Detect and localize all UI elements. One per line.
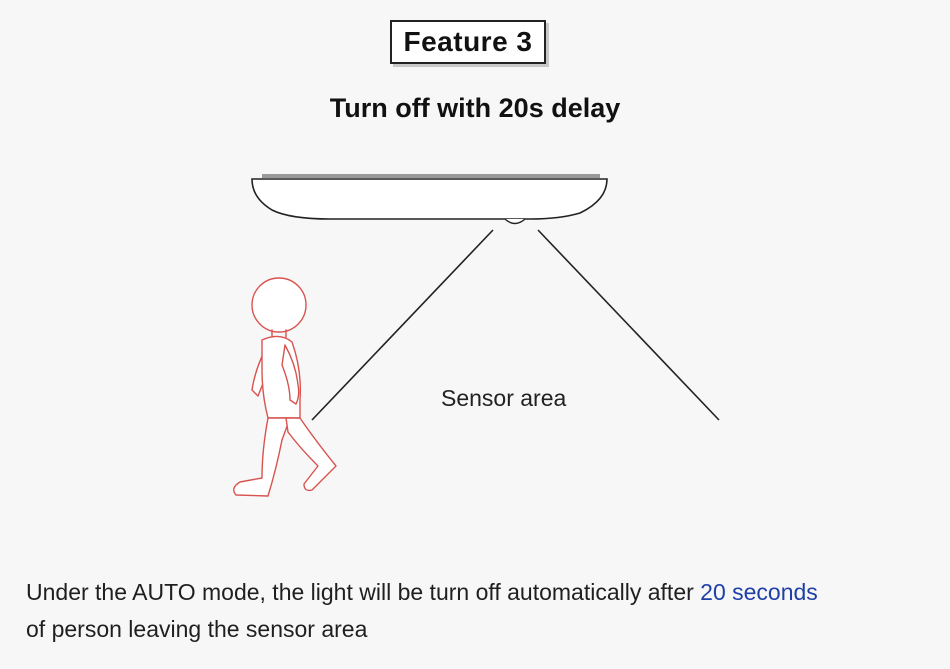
description-text: Under the AUTO mode, the light will be t…: [26, 574, 926, 648]
sensor-diagram: [233, 174, 720, 497]
description-part-1: Under the AUTO mode, the light will be t…: [26, 579, 701, 605]
delay-highlight: 20 seconds: [700, 579, 818, 605]
feature-badge: Feature 3: [390, 20, 546, 64]
walking-person-icon: [233, 277, 337, 497]
sensor-cone-right: [537, 229, 720, 421]
sensor-cone-left: [311, 229, 494, 421]
sensor-area-label: Sensor area: [441, 385, 567, 411]
feature-subtitle: Turn off with 20s delay: [329, 93, 621, 123]
feature-title: Feature 3: [403, 26, 533, 57]
ceiling-light-icon: [251, 174, 608, 225]
description-part-2: of person leaving the sensor area: [26, 616, 368, 642]
